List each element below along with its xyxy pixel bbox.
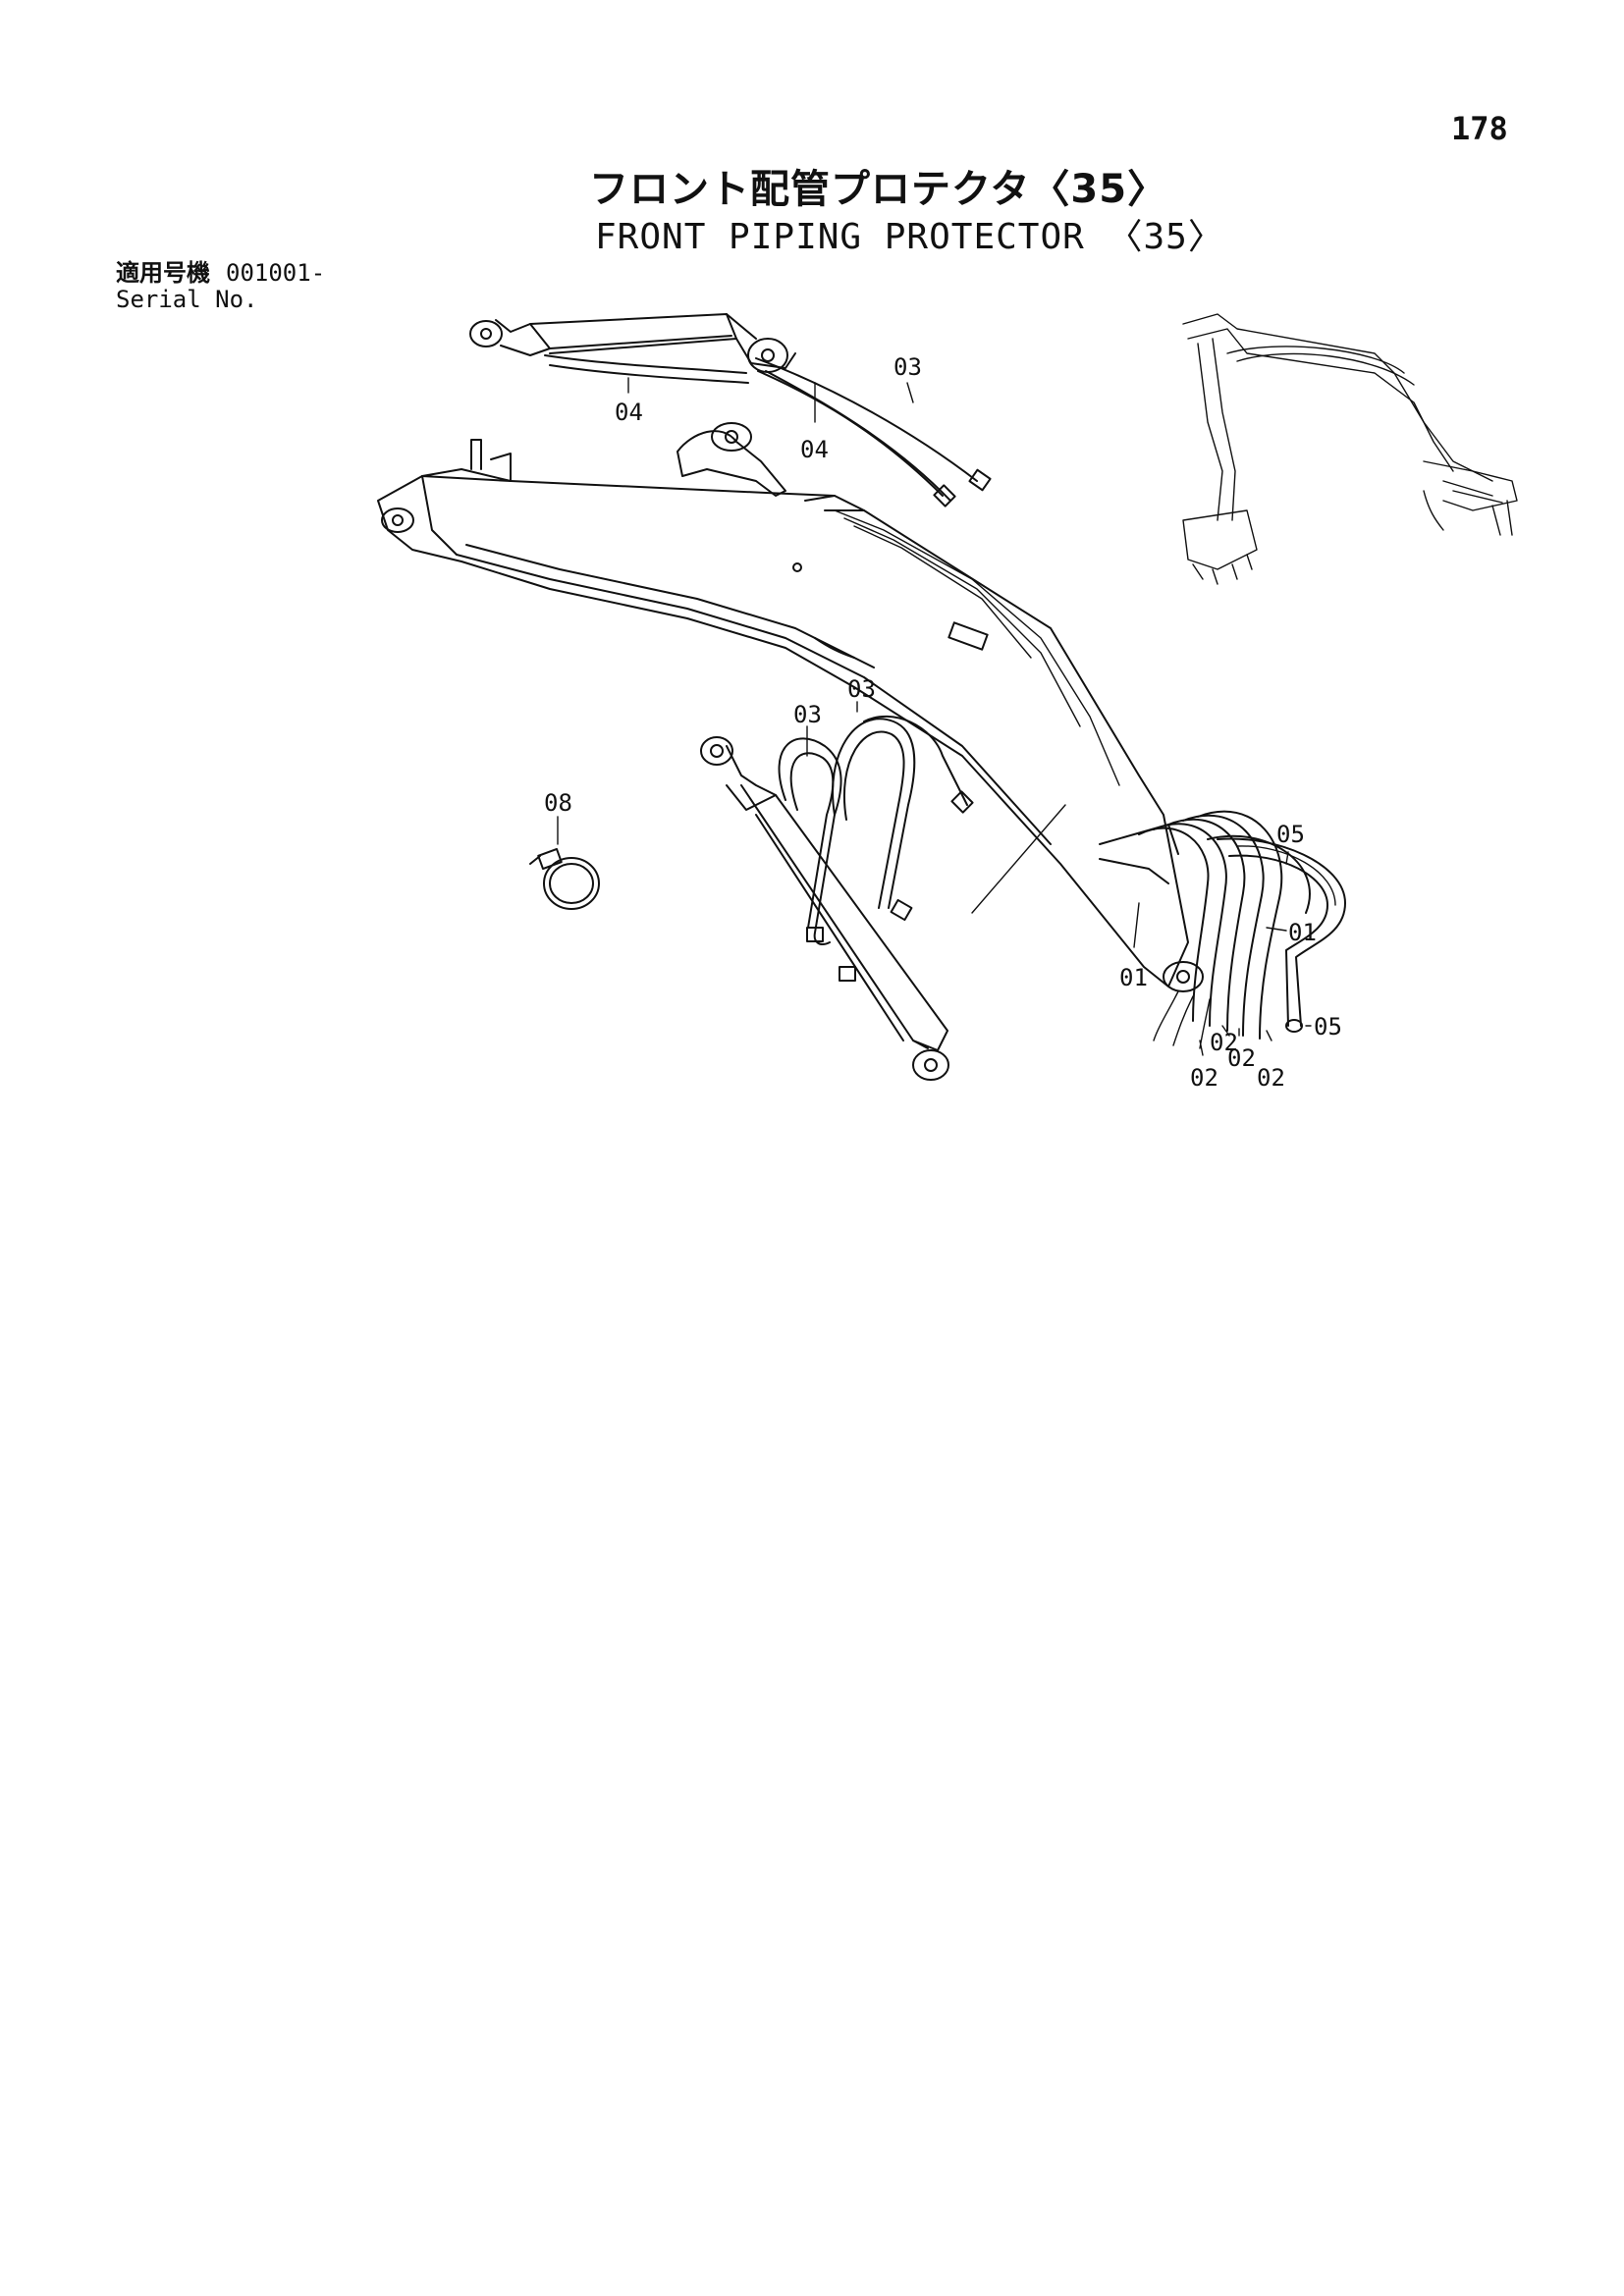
protector-05 [1217,837,1346,1033]
serial-value: 001001- [226,259,326,287]
callout-04-right: 04 [800,436,829,463]
serial-info: 適用号機 001001- Serial No. [116,253,325,313]
callout-08: 08 [544,789,572,817]
serial-label-english: Serial No. [116,286,258,313]
callout-04-left: 04 [615,399,643,426]
boom-body [377,422,1204,992]
arm-cylinder [700,716,974,1081]
boom-cylinder-top [469,313,796,373]
callout-02-b: 02 [1227,1044,1256,1072]
callout-05-top: 05 [1276,821,1305,848]
page-number: 178 [1451,110,1508,147]
callout-02-c: 02 [1190,1064,1218,1092]
serial-label-japanese: 適用号機 [116,259,210,287]
callout-03-mid-right: 03 [847,675,876,703]
callout-03-mid-left: 03 [793,701,822,728]
hose-bundle-right [1138,810,1311,1049]
hose-top-group [544,354,992,507]
leader-line [971,804,1066,914]
page-title-english: FRONT PIPING PROTECTOR 〈35〉 [595,217,1224,257]
callout-03-top: 03 [893,353,922,381]
band-08 [529,848,600,910]
callout-01-left: 01 [1119,964,1148,991]
callout-01-right: 01 [1288,919,1317,946]
callout-02-d: 02 [1257,1064,1285,1092]
callout-05-bottom: 05 [1314,1013,1342,1041]
callout-leaders [557,377,1312,1056]
callout-02-a: 02 [1210,1029,1238,1056]
page-title-japanese: フロント配管プロテクタ〈35〉 [589,167,1168,212]
excavator-inset [1182,313,1518,585]
